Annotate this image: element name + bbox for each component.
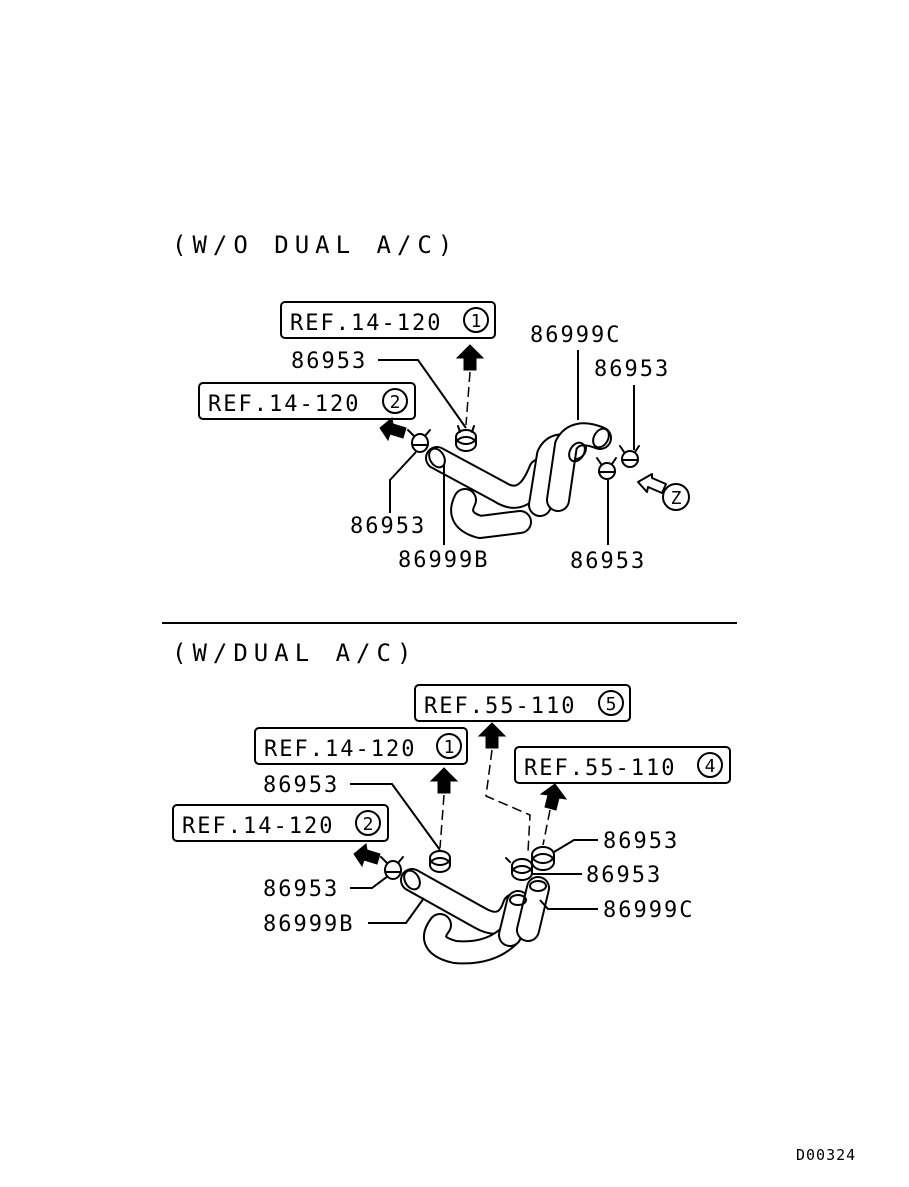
arrow-up-icon [539,783,568,811]
arrow-up-icon [455,344,485,371]
part-number-86999b: 86999B [398,548,489,573]
arrow-up-icon [477,722,507,749]
clamp-icon [429,850,451,873]
ref-box-55-110-4: REF.55-110 4 [514,746,731,784]
ref-box-55-110-5: REF.55-110 5 [414,684,631,722]
ref-box-label: REF.14-120 [264,737,416,762]
part-number-86953: 86953 [350,514,426,539]
ref-box-number: 2 [363,814,374,835]
arrow-left-icon [353,843,381,868]
part-number-86999c: 86999C [603,898,694,923]
part-number-86953: 86953 [263,877,339,902]
hose-86999b-bottom [400,868,526,965]
ref-box-label: REF.14-120 [290,311,442,336]
clamp-icon [505,857,533,881]
circled-number-icon [463,307,489,333]
ref-box-label: REF.14-120 [208,392,360,417]
arrow-left-icon [379,417,407,442]
section-title-without-dual-ac: (W/O DUAL A/C) [172,231,458,259]
view-z-label: Z [671,488,682,509]
clamp-icon [531,846,555,871]
part-number-86953: 86953 [586,863,662,888]
clamp-icon [407,429,431,453]
view-z-circle-icon [662,483,690,511]
circled-number-icon [355,810,381,836]
ref-box-label: REF.55-110 [424,694,576,719]
ref-box-14-120-1: REF.14-120 1 [280,301,496,339]
ref-box-number: 1 [471,311,482,332]
diagram-code: D00324 [796,1146,856,1164]
hose-86999c-bottom [498,876,550,947]
ref-box-14-120-2: REF.14-120 2 [172,804,389,842]
circled-number-icon [382,388,408,414]
circled-number-icon [436,733,462,759]
ref-box-number: 2 [390,392,401,413]
part-number-86953: 86953 [263,773,339,798]
ref-box-14-120-1: REF.14-120 1 [254,727,468,765]
part-number-86953: 86953 [570,549,646,574]
circled-number-icon [598,690,624,716]
hose-86999c-top [528,422,612,517]
clamp-icon [380,856,404,880]
section-title-with-dual-ac: (W/DUAL A/C) [172,639,417,667]
part-number-86953: 86953 [291,349,367,374]
arrow-up-icon [429,767,459,794]
ref-box-label: REF.55-110 [524,756,676,781]
part-number-86999c: 86999C [530,323,621,348]
ref-box-label: REF.14-120 [182,814,334,839]
ref-box-14-120-2: REF.14-120 2 [198,382,416,420]
ref-box-number: 5 [606,694,617,715]
clamp-icon [619,445,640,468]
clamp-icon [596,457,617,480]
part-number-86999b: 86999B [263,912,354,937]
ref-box-number: 4 [705,756,716,777]
circled-number-icon [697,752,723,778]
part-number-86953: 86953 [594,357,670,382]
ref-box-number: 1 [444,737,455,758]
clamp-icon [455,425,477,452]
part-number-86953: 86953 [603,829,679,854]
view-arrow-icon [637,473,667,494]
